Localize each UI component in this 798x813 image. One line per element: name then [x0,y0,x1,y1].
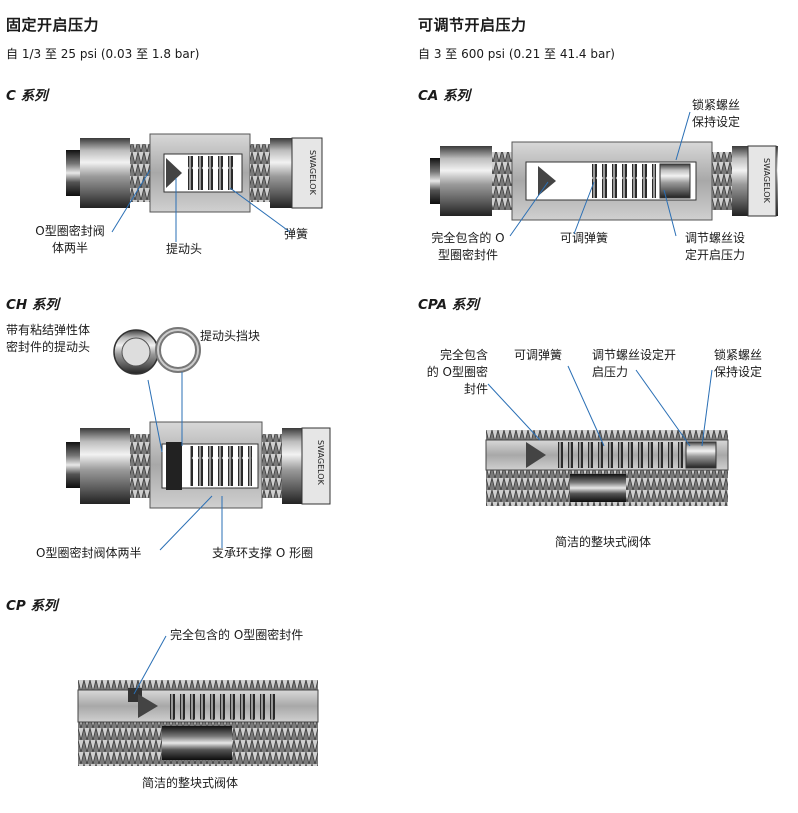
c-series-label-poppet: 提动头 [166,242,203,256]
ca-series-label-spring: 可调弹簧 [560,231,609,245]
cpa-series-label-adjust: 调节螺丝设定开 启压力 [592,348,677,379]
cpa-series-valve-illustration [485,430,729,506]
c-series-label-spring: 弹簧 [284,227,309,241]
ch-series-title: CH 系列 [6,297,59,313]
cpa-series-title: CPA 系列 [418,297,479,313]
c-series-label-oring: O型圈密封阀 体两半 [35,224,105,255]
ca-series-label-lock: 锁紧螺丝 保持设定 [691,98,740,129]
ca-series-title: CA 系列 [418,88,471,104]
ch-series-label-backup: 支承环支撑 O 形圈 [212,546,314,560]
c-series-title: C 系列 [6,88,48,104]
cp-series-caption: 简洁的整块式阀体 [142,776,239,790]
ca-series-label-adjust: 调节螺丝设 定开启压力 [684,231,745,262]
cp-series-title: CP 系列 [6,598,58,614]
cpa-series-caption: 简洁的整块式阀体 [555,535,652,549]
cpa-series-label-oring: 完全包含 的 O型圈密 封件 [426,348,488,396]
ch-series-brand-mark: SWAGELOK [316,440,325,486]
fixed-pressure-range: 自 1/3 至 25 psi (0.03 至 1.8 bar) [6,47,200,61]
fixed-pressure-heading: 固定开启压力 [6,16,100,34]
cpa-series-label-lock: 锁紧螺丝 保持设定 [714,348,763,379]
ca-series-valve-illustration: SWAGELOK [430,141,778,221]
cp-series-label-oring: 完全包含的 O型圈密封件 [170,628,304,642]
ch-series-part-illustrations [113,327,201,375]
cpa-series-label-spring: 可调弹簧 [514,348,563,362]
adjustable-pressure-heading: 可调节开启压力 [418,16,527,34]
ch-series-valve-illustration: SWAGELOK [66,421,331,509]
c-series-brand-mark: SWAGELOK [308,150,317,196]
ca-series-label-oring: 完全包含的 O 型圈密封件 [431,231,505,262]
adjustable-pressure-range: 自 3 至 600 psi (0.21 至 41.4 bar) [418,47,615,61]
ch-series-label-retainer: 提动头挡块 [200,329,261,343]
ch-series-label-oring: O型圈密封阀体两半 [36,546,142,560]
c-series-valve-illustration: SWAGELOK [66,133,323,213]
ch-series-label-poppet: 带有粘结弹性体 密封件的提动头 [6,323,91,354]
cp-series-valve-illustration [77,680,319,766]
ca-series-brand-mark: SWAGELOK [762,158,771,204]
